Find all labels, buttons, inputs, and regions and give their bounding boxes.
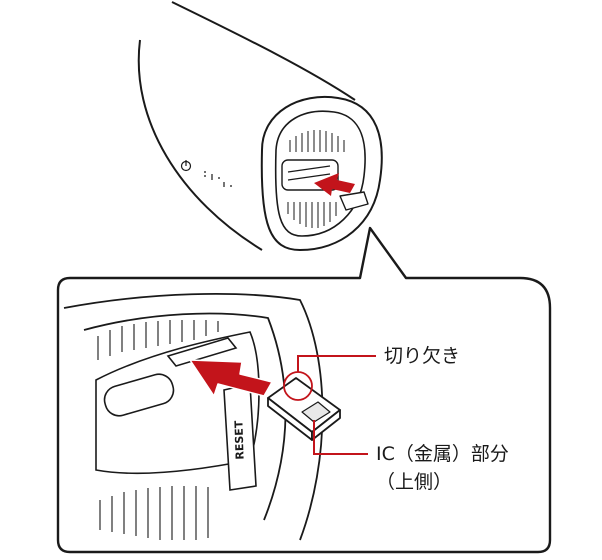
insert-arrow-small [314, 173, 355, 196]
sim-card [267, 377, 341, 441]
sim-card-small [339, 191, 369, 211]
port-recess [95, 331, 260, 475]
ic-leader [313, 420, 368, 455]
ic-label-line1: IC（金属）部分 [376, 443, 509, 465]
sim-slot [166, 337, 238, 367]
notch-label: 切り欠き [384, 345, 460, 367]
ic-contact [301, 401, 331, 423]
vent-grille-top [289, 130, 345, 152]
status-indicators [180, 160, 232, 187]
zoom-vent-grille-top [97, 320, 219, 360]
usb-port [103, 373, 175, 417]
ic-label-line2: （上側） [376, 471, 452, 493]
zoomed-port-detail [63, 293, 324, 541]
router-device [137, 1, 383, 251]
notch-leader [297, 355, 376, 372]
vent-grille-bottom [287, 202, 337, 228]
reset-label: RESET [232, 420, 246, 460]
leader-lines [297, 355, 376, 455]
router-end-face [260, 96, 383, 251]
zoom-vent-grille-bottom [99, 486, 209, 540]
insert-arrow [189, 359, 273, 397]
